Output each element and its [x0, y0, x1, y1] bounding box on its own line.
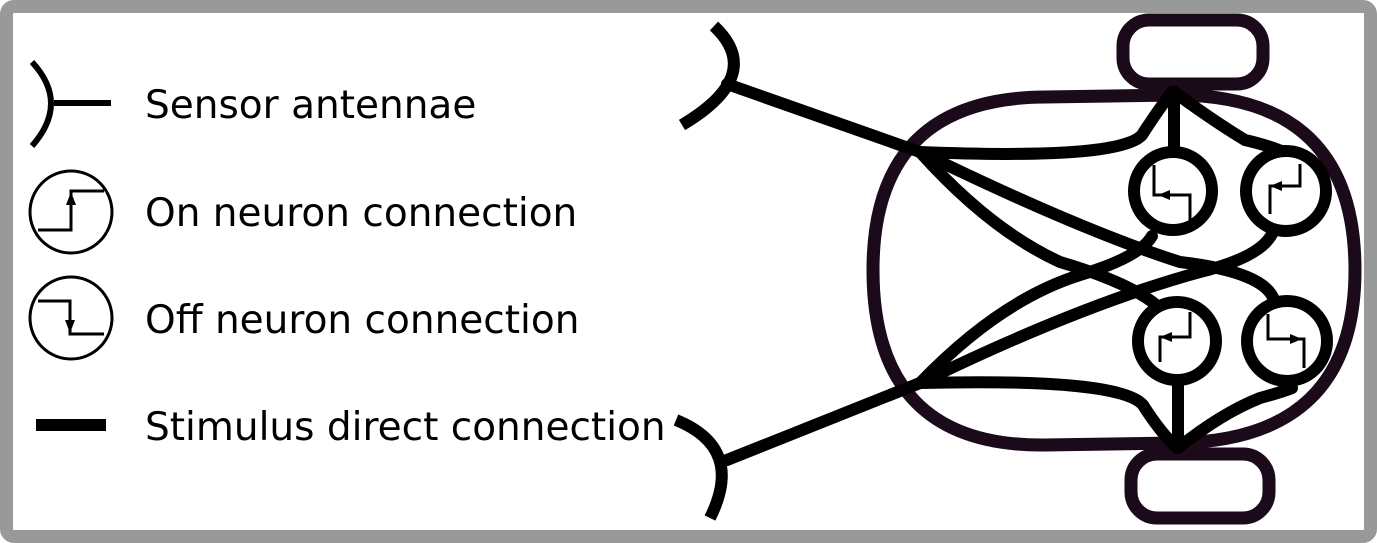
- legend-label-direct-connection: Stimulus direct connection: [145, 405, 666, 450]
- on-neuron-icon: [28, 169, 114, 255]
- antenna-icon: [29, 59, 111, 148]
- legend-label-off-neuron: Off neuron connection: [145, 298, 580, 343]
- bottom-sensor-antenna: [673, 414, 728, 521]
- lower-right-neuron: [1241, 295, 1333, 387]
- bottom-wheel: [1124, 447, 1276, 525]
- direct-connection-icon: [36, 419, 106, 431]
- legend-label-on-neuron: On neuron connection: [145, 191, 578, 236]
- off-neuron-icon: [28, 275, 114, 361]
- top-sensor-antenna: [678, 21, 740, 131]
- connection-wires: [721, 78, 1298, 466]
- lower-left-neuron: [1132, 296, 1222, 386]
- upper-right-neuron: [1240, 145, 1332, 237]
- upper-left-neuron: [1128, 146, 1218, 236]
- legend-label-sensor-antennae: Sensor antennae: [145, 83, 477, 128]
- top-wheel: [1116, 13, 1270, 91]
